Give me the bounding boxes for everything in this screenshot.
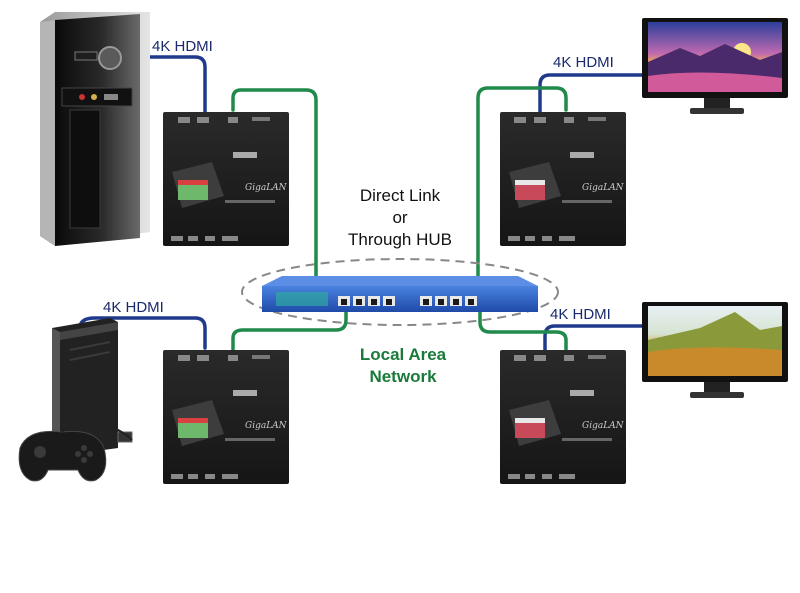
game-console: [18, 318, 133, 482]
hdmi-cable-bottom-monitor: [543, 324, 652, 352]
network-switch: [262, 276, 538, 312]
extender-device-bottom-left: GigaLAN: [163, 350, 289, 484]
hdmi-cable-top-monitor: [538, 73, 652, 114]
extender-device-top-right: GigaLAN: [500, 112, 626, 246]
hdmi-label-bottom-left: 4K HDMI: [103, 299, 164, 316]
hdmi-label-bottom-right: 4K HDMI: [550, 306, 611, 323]
monitor-bottom: [642, 302, 788, 398]
hdmi-cables: [78, 55, 652, 352]
through-hub-label: Through HUB: [348, 230, 452, 249]
lan-label-line1: Local Area: [359, 345, 447, 364]
lan-boundary-ellipse: [241, 258, 559, 326]
direct-link-label: Direct Link: [359, 186, 441, 205]
lan-cable-bottom-left: [231, 303, 348, 352]
device-brand-label: GigaLAN: [245, 183, 288, 193]
extender-device-bottom-right: GigaLAN: [500, 350, 626, 484]
or-label: or: [392, 208, 408, 227]
hdmi-label-top-right: 4K HDMI: [553, 54, 614, 71]
pc-tower: [40, 12, 150, 246]
hdmi-cable-pc: [138, 55, 207, 114]
lan-cable-top-right: [476, 86, 568, 279]
extender-device-top-left: GigaLAN: [163, 112, 289, 246]
lan-cable-bottom-right: [478, 303, 568, 352]
lan-cable-top-left: [231, 88, 318, 279]
monitor-top: [642, 18, 788, 114]
lan-cables: [231, 86, 568, 352]
device-brand-label: GigaLAN: [582, 421, 625, 431]
device-brand-label: GigaLAN: [245, 421, 288, 431]
lan-label-line2: Network: [369, 367, 437, 386]
hdmi-cable-ps2: [78, 316, 207, 350]
device-brand-label: GigaLAN: [582, 183, 625, 193]
gamepad-icon: [18, 422, 133, 482]
hdmi-label-top-left: 4K HDMI: [152, 38, 213, 55]
